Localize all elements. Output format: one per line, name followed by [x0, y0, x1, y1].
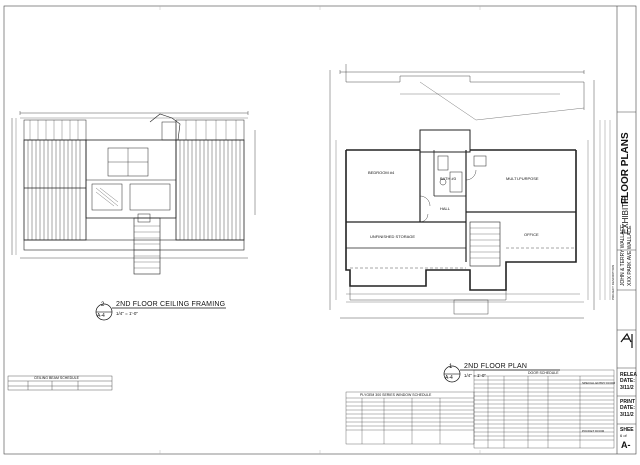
- window-schedule-title: PLYGEM 300 SERIES WINDOW SCHEDULE: [360, 393, 432, 397]
- ceiling-plan-title-bubble: [95, 303, 226, 321]
- window-schedule-table: [345, 391, 475, 445]
- room-label-hall: HALL: [440, 206, 451, 211]
- print-label: PRINT: [620, 399, 635, 405]
- room-label-office: OFFICE: [524, 232, 539, 237]
- ceiling-beam-schedule-table: [7, 375, 113, 391]
- release-date-label: DATE:: [620, 378, 635, 384]
- border-ticks: [159, 6, 481, 454]
- floor-plan-scale: 1/4" = 1'-0": [464, 373, 486, 378]
- sheet-label: SHEE: [620, 427, 634, 433]
- ceiling-framing-plan: [11, 111, 256, 275]
- ceiling-plan-scale: 1/4" = 1'-0": [116, 311, 138, 316]
- room-label-storage: UNFINISHED STORAGE: [370, 234, 416, 239]
- sheet-border: [3, 5, 637, 455]
- floor-plan-bubble-number: 1: [449, 364, 453, 370]
- ceiling-beam-schedule-title: CEILING BEAM SCHEDULE: [34, 376, 79, 380]
- title-block: [599, 111, 636, 425]
- architect-logo-icon: [620, 332, 633, 348]
- release-date: 3/11/2: [620, 385, 634, 391]
- room-label-bath: BATH #3: [440, 176, 456, 181]
- floor-plan-bubble-sheet: A-4: [445, 375, 453, 381]
- pocket-door-note: POCKET DOOR: [582, 429, 605, 433]
- special-entry-door-note: SPECIAL ENTRY DOOR: [582, 381, 616, 385]
- ceiling-plan-bubble-sheet: A-4: [97, 313, 105, 319]
- door-schedule-title: DOOR SCHEDULE: [528, 371, 559, 375]
- client-address: XXX PARK AVE WALLACE: [627, 225, 633, 287]
- room-label-multipurpose: MULTI-PURPOSE: [506, 176, 539, 181]
- sheet-number: A-: [621, 440, 631, 450]
- print-date-label: DATE:: [620, 405, 635, 411]
- client-name: JOHN & TERRY WALLACE: [620, 224, 626, 287]
- release-label: RELEA: [620, 372, 637, 378]
- sheet-of: 6 of: [620, 433, 627, 438]
- second-floor-plan: [329, 64, 595, 319]
- floor-plan-title: 2ND FLOOR PLAN: [464, 363, 528, 370]
- sheet-title: FLOOR PLANS: [620, 132, 631, 204]
- print-date: 3/11/2: [620, 412, 634, 418]
- door-schedule-table: [473, 369, 615, 449]
- ceiling-plan-bubble-number: 2: [101, 302, 105, 308]
- room-label-bedroom: BEDROOM #4: [368, 170, 395, 175]
- project-description-label: PROJECT DESCRIPTION: [611, 264, 615, 300]
- ceiling-plan-title: 2ND FLOOR CEILING FRAMING: [116, 301, 226, 308]
